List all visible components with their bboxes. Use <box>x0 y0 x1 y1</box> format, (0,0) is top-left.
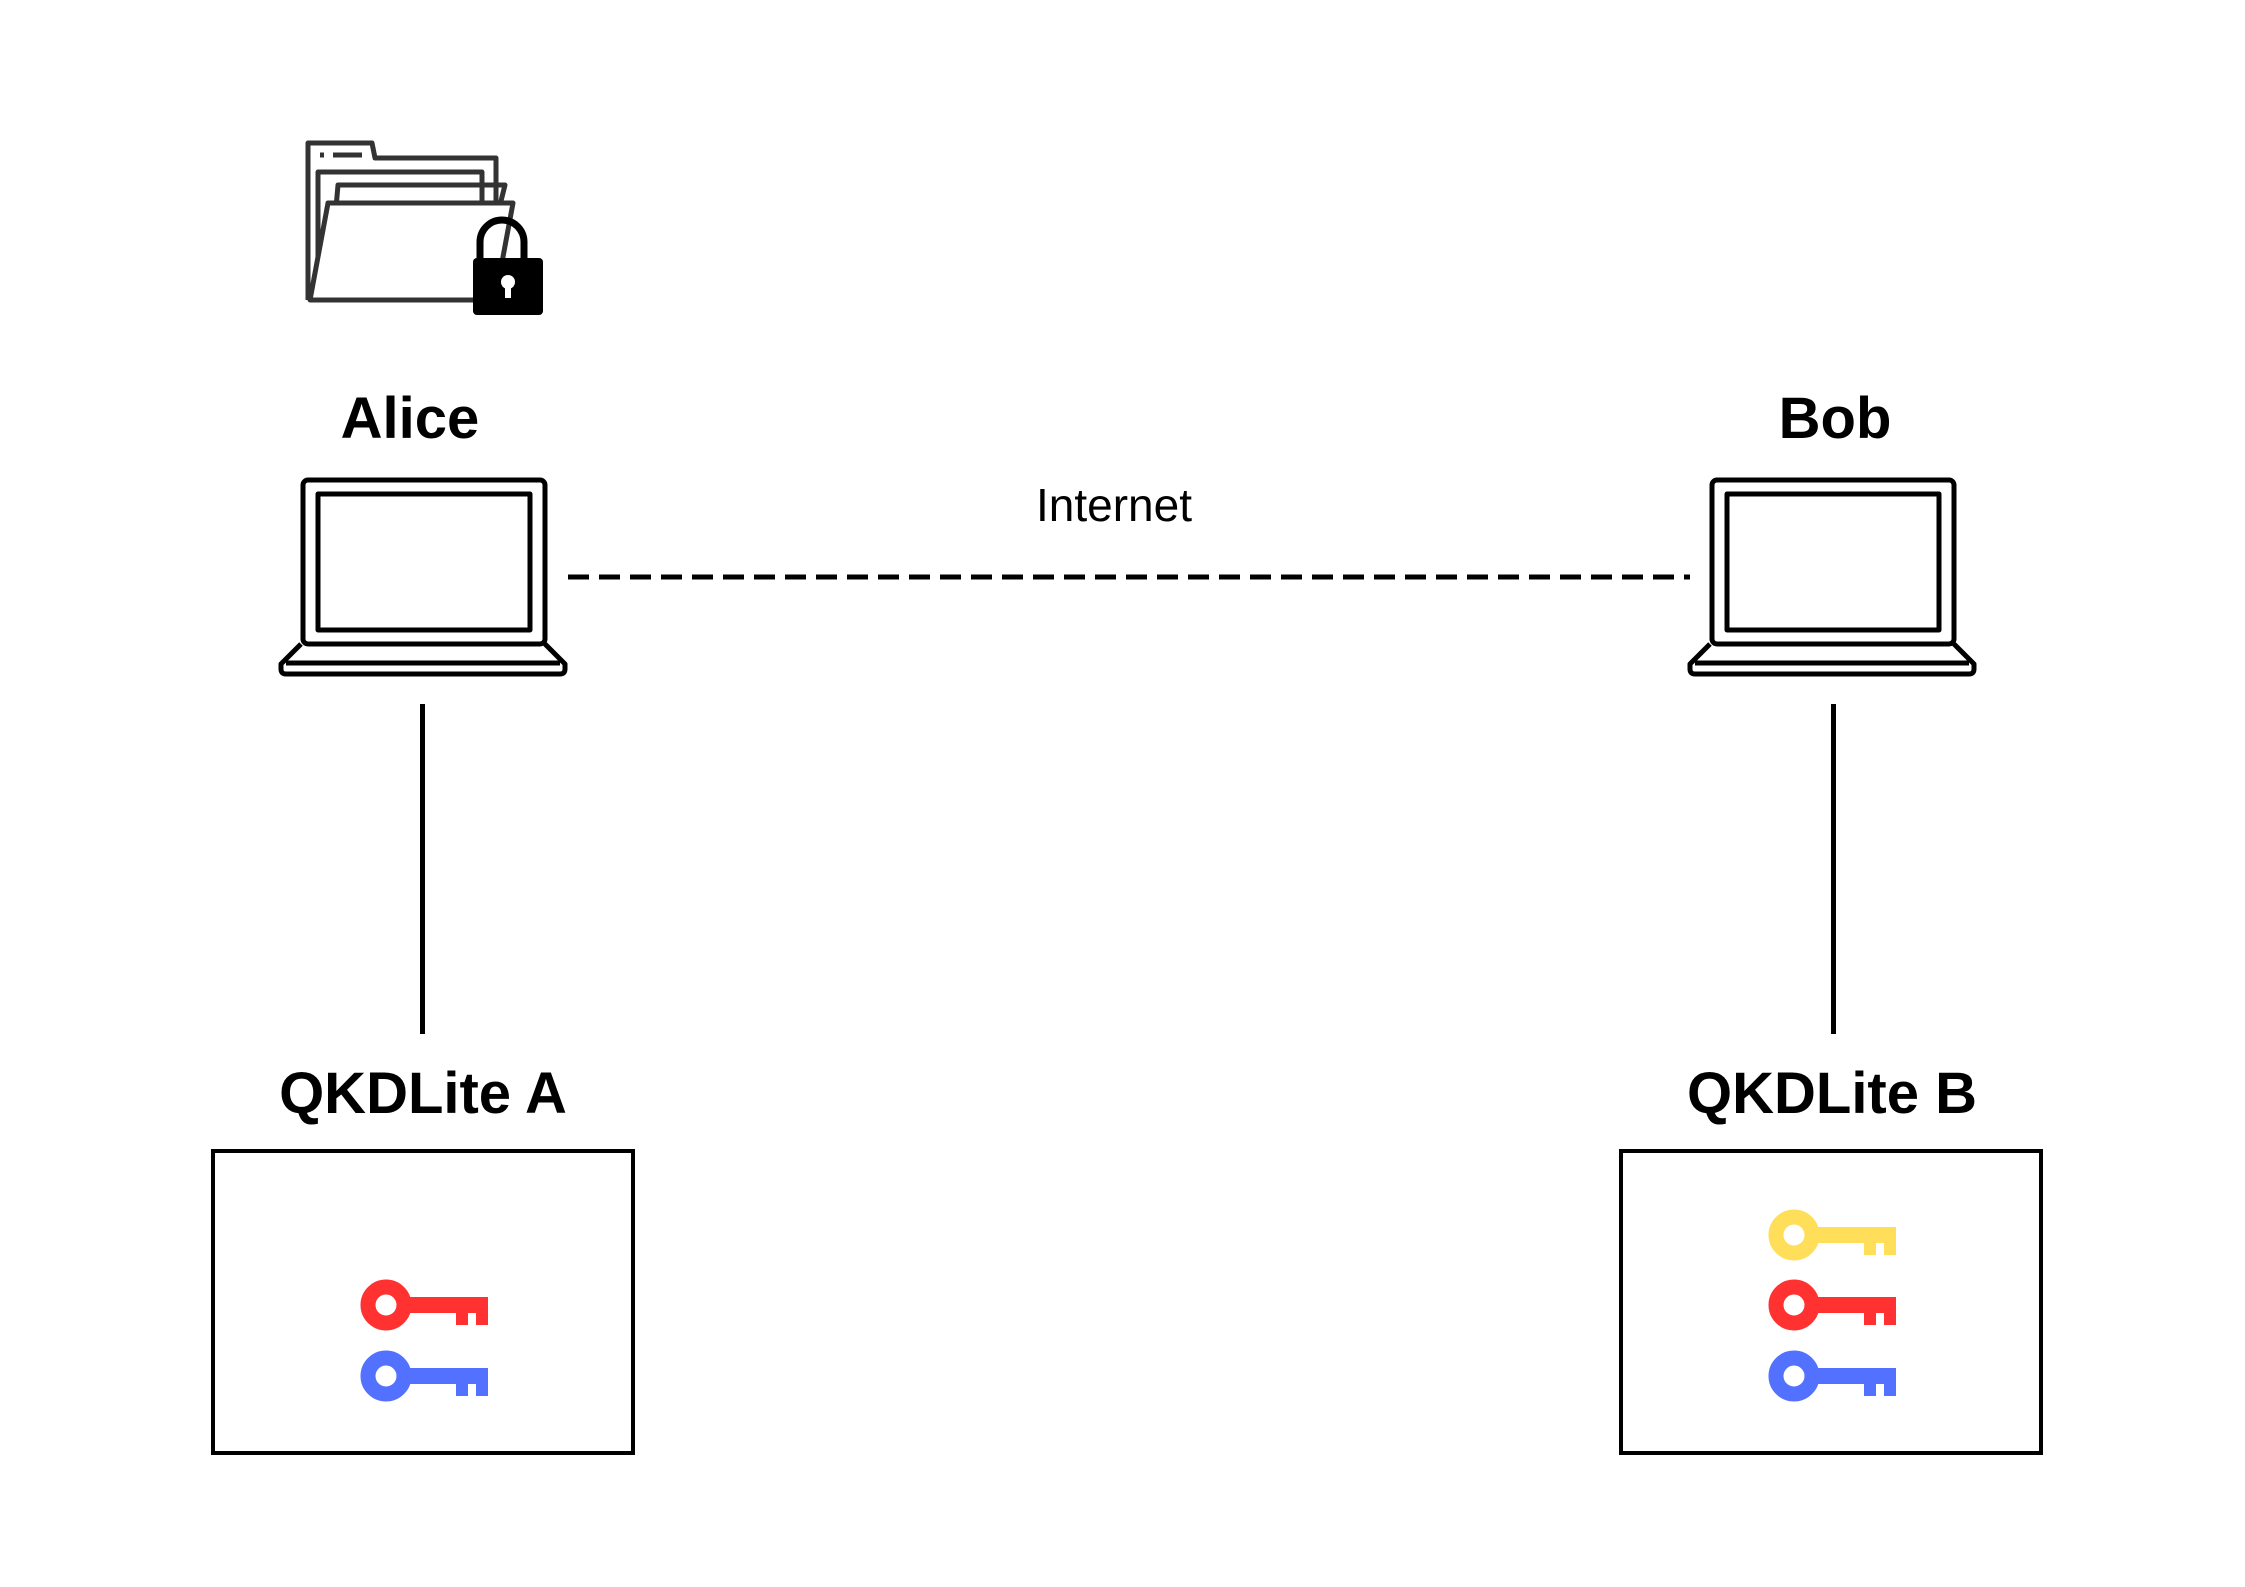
alice-laptop-icon <box>278 477 568 677</box>
red-key-icon <box>1768 1279 1896 1331</box>
bob-laptop-icon <box>1687 477 1977 677</box>
yellow-key-icon <box>1768 1209 1896 1261</box>
blue-key-icon <box>360 1350 488 1402</box>
locked-folder-icon <box>305 140 543 315</box>
internet-dashed-line <box>568 574 1690 580</box>
bob-qkd-b-connector <box>1831 704 1836 1034</box>
red-key-icon <box>360 1279 488 1331</box>
alice-qkd-a-connector <box>420 704 425 1034</box>
blue-key-icon <box>1768 1350 1896 1402</box>
internet-label: Internet <box>1036 479 1192 531</box>
qkd-a-box <box>211 1149 635 1455</box>
qkd-a-label: QKDLite A <box>279 1061 567 1126</box>
qkd-b-label: QKDLite B <box>1687 1061 1977 1126</box>
qkd-b-box <box>1619 1149 2043 1455</box>
bob-label: Bob <box>1778 386 1892 451</box>
alice-label: Alice <box>340 386 480 451</box>
